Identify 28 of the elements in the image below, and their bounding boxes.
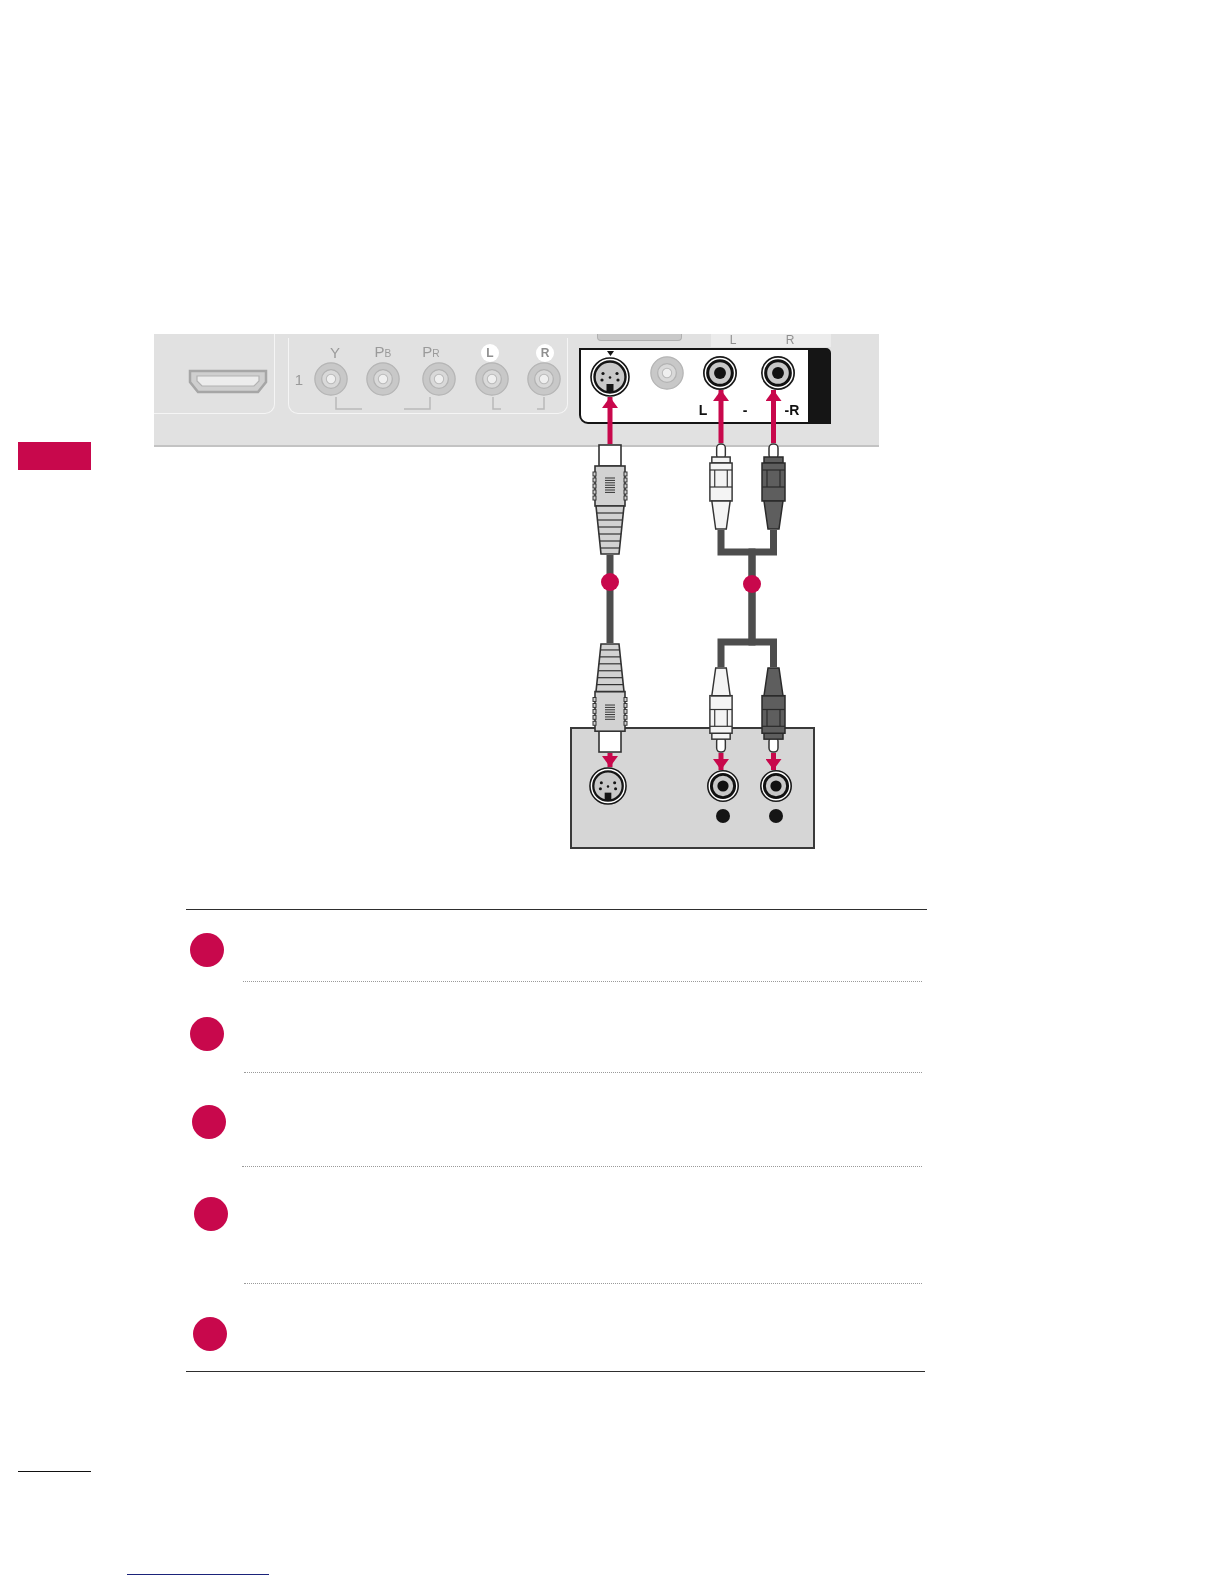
audio-jack-icon: [760, 770, 792, 802]
s-video-plug-icon: [592, 643, 628, 753]
port-label: -: [742, 403, 748, 417]
arrow: [765, 753, 782, 770]
arrow: [602, 753, 618, 767]
audio-jack-icon: [703, 356, 737, 390]
port-label: L: [698, 403, 708, 417]
arrow: [765, 390, 782, 443]
audio-jack-icon: [761, 356, 795, 390]
port-label: -R: [784, 403, 800, 417]
cable: [606, 555, 614, 643]
audio-plug-icon: [759, 443, 788, 530]
arrow: [713, 753, 729, 770]
s-video-jack-icon: [589, 767, 627, 805]
port-label: R: [785, 334, 795, 346]
cable: [748, 530, 777, 667]
audio-plug-icon: [759, 667, 788, 753]
arrow: [713, 390, 729, 443]
audio-jack-icon: [707, 770, 739, 802]
s-video-jack-icon: [590, 357, 630, 397]
section-tab: [18, 442, 91, 470]
audio-plug-icon: [707, 667, 735, 753]
audio-plug-icon: [707, 443, 735, 530]
port-label: Y: [330, 344, 340, 360]
port-label: L: [729, 334, 737, 346]
s-video-plug-icon: [592, 444, 628, 555]
arrow: [602, 397, 618, 444]
port-label: 1: [294, 371, 304, 387]
